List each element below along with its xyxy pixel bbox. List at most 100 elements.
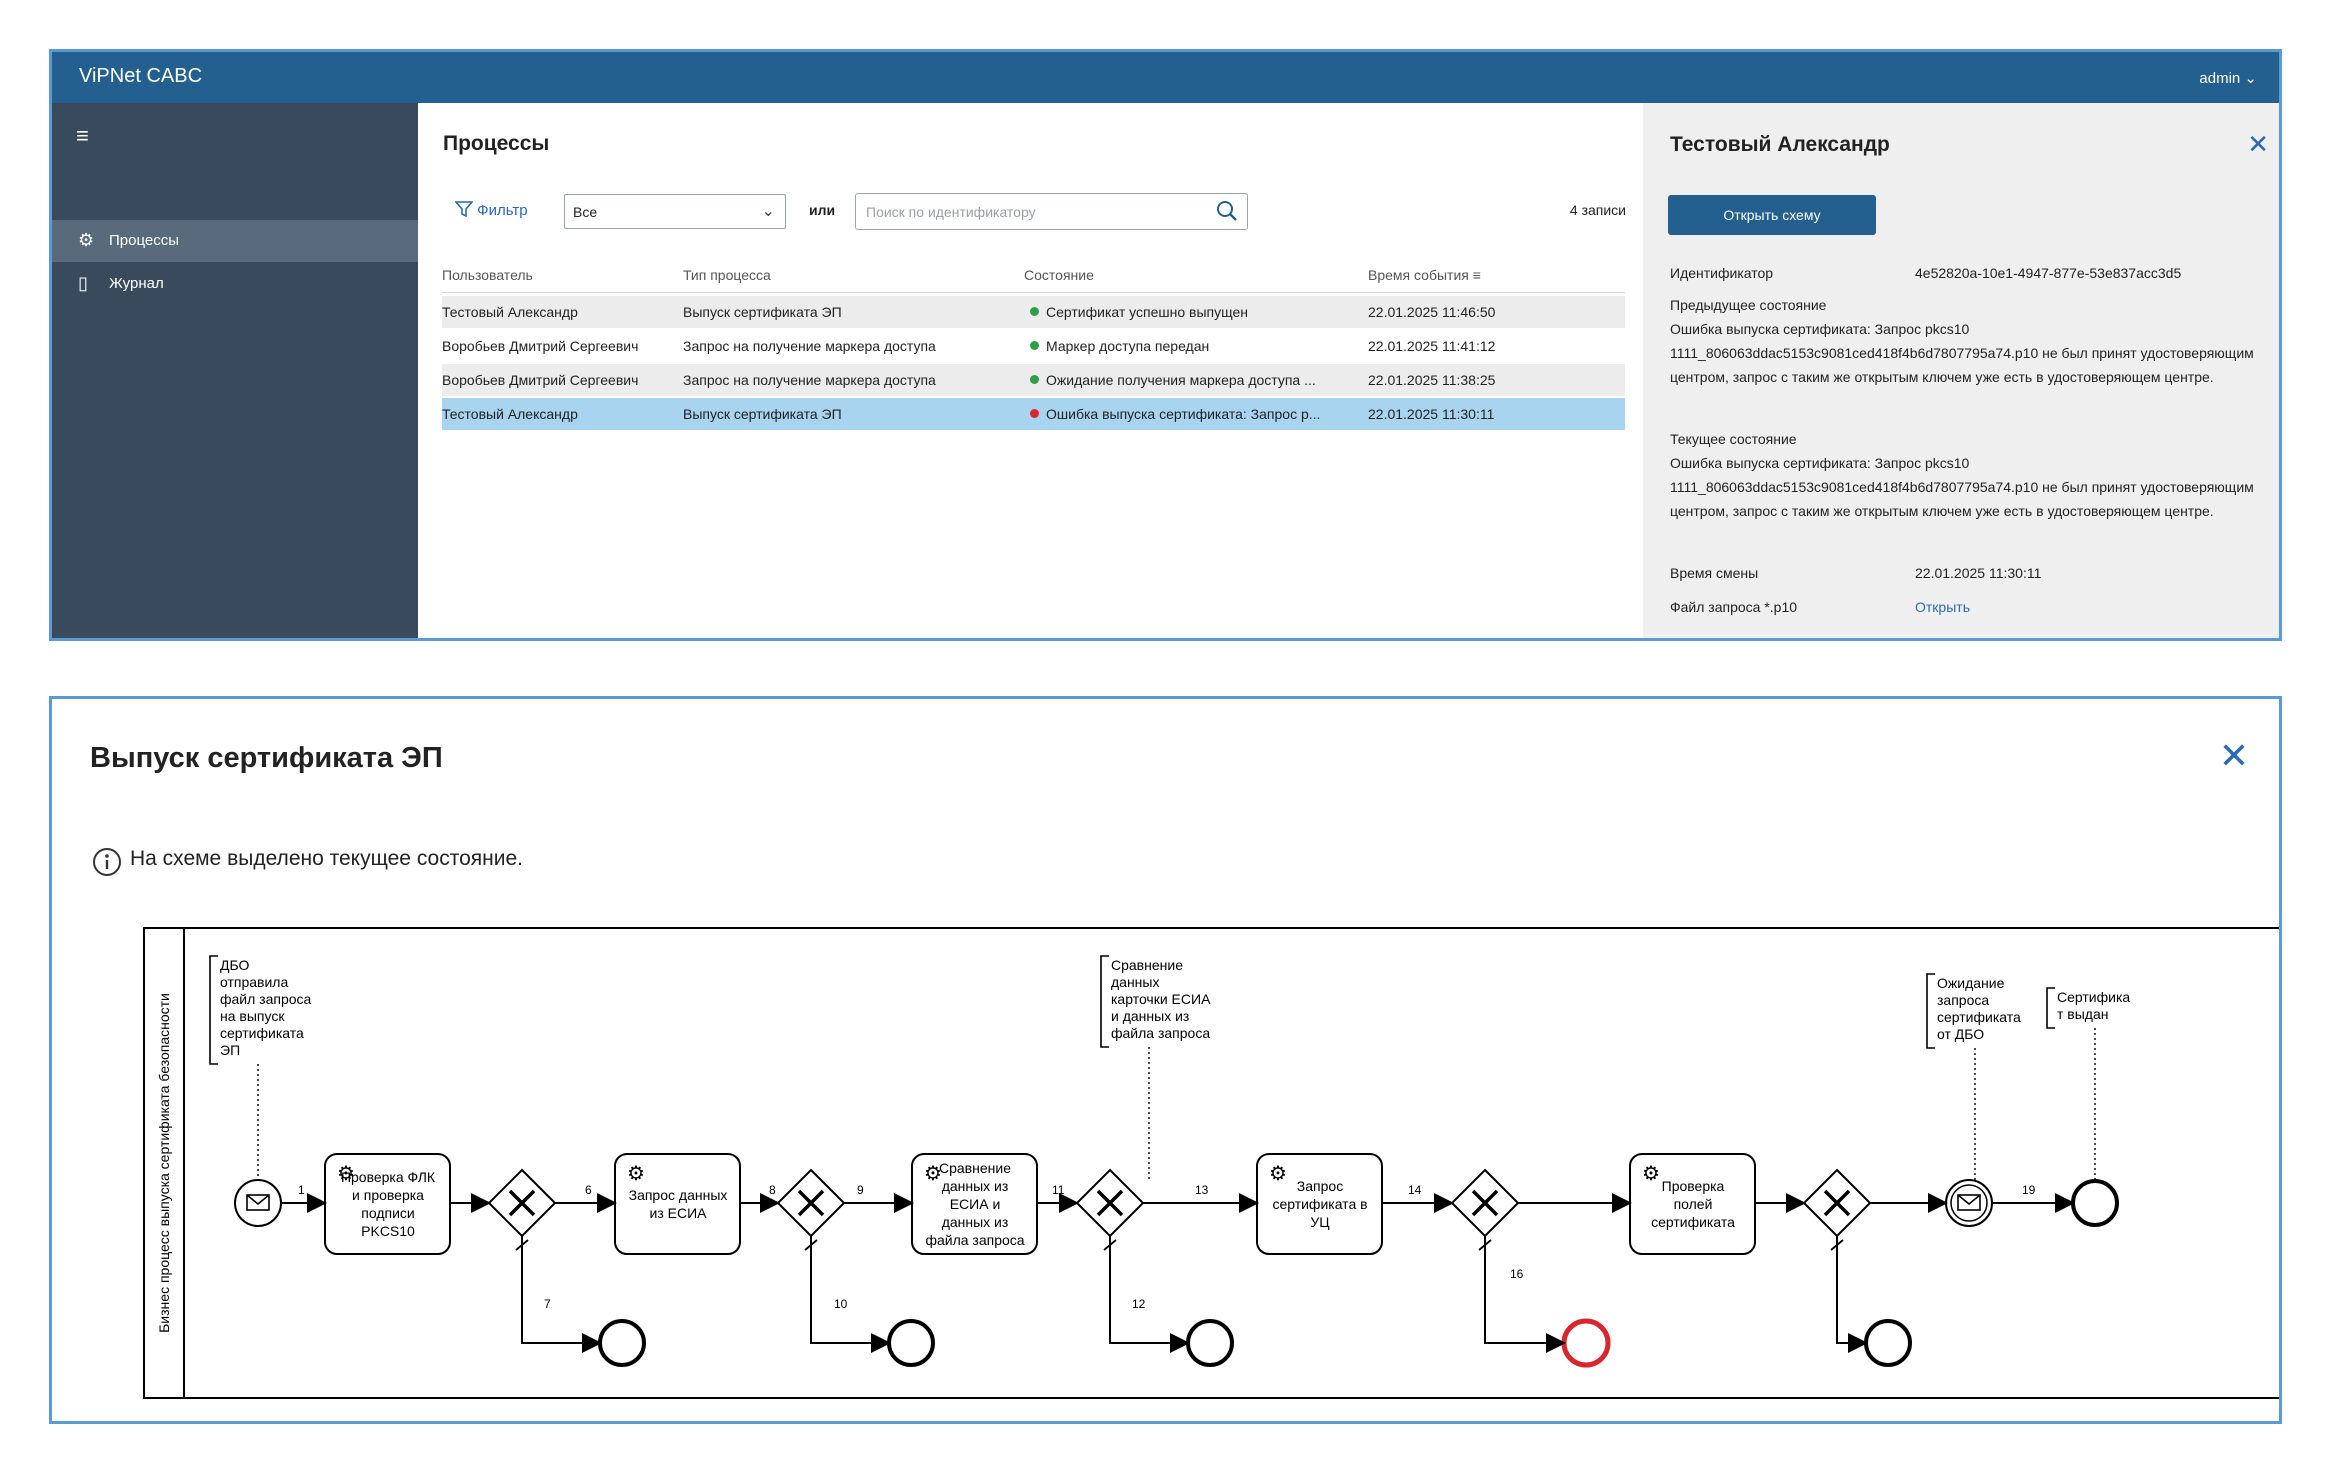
flow-label: 10: [834, 1297, 848, 1311]
status-dot: [1030, 341, 1039, 350]
or-label: или: [809, 202, 836, 218]
task-label: подписи: [361, 1205, 414, 1221]
default-flow-marker: [804, 1239, 818, 1251]
user-menu[interactable]: admin ⌄: [2199, 69, 2257, 87]
annotation-dbo: на выпуск: [220, 1008, 285, 1024]
cell-user: Тестовый Александр: [442, 304, 578, 320]
search-input[interactable]: [864, 200, 1198, 224]
table-row[interactable]: Воробьев Дмитрий Сергеевич Запрос на пол…: [442, 364, 1625, 396]
cell-state: Маркер доступа передан: [1030, 338, 1360, 354]
bpmn-diagram: Бизнес процесс выпуска сертификата безоп…: [143, 927, 2279, 1399]
close-icon[interactable]: ✕: [2247, 129, 2269, 159]
cell-state-text: Маркер доступа передан: [1046, 338, 1210, 354]
cell-state: Ожидание получения маркера доступа ...: [1030, 372, 1360, 388]
gateway-x-icon: [508, 1189, 536, 1217]
search-icon[interactable]: [1215, 199, 1239, 223]
id-label: Идентификатор: [1670, 265, 1774, 281]
end-event-error: [1561, 1318, 1611, 1368]
annotation-waiting-bracket: [1926, 973, 1935, 1049]
annotation-dbo: файл запроса: [220, 991, 312, 1007]
file-open-link[interactable]: Открыть: [1915, 599, 1970, 615]
filter-icon: [454, 201, 474, 218]
flow-label: 9: [857, 1183, 864, 1197]
gears-icon: ⚙: [78, 230, 95, 250]
task-label: PKCS10: [361, 1223, 415, 1239]
annotation-issued: Сертифика: [2057, 989, 2130, 1005]
prev-state-value: Ошибка выпуска сертификата: Запрос pkcs1…: [1670, 321, 2254, 385]
annotation-compare: данных: [1111, 974, 1159, 990]
task-label: файла запроса: [925, 1232, 1024, 1248]
cell-user: Воробьев Дмитрий Сергеевич: [442, 338, 639, 354]
cell-time: 22.01.2025 11:46:50: [1368, 304, 1496, 320]
processes-window: ViPNet CABC admin ⌄ ≡ ⚙ Процессы ▯ Журна…: [49, 49, 2282, 641]
table-row[interactable]: Воробьев Дмитрий Сергеевич Запрос на пол…: [442, 330, 1625, 362]
file-open-link-wrap: Открыть: [1915, 595, 1970, 619]
sequence-flow: [1109, 1236, 1190, 1353]
filter-select[interactable]: Все ⌄: [564, 194, 786, 229]
journal-icon: ▯: [78, 273, 88, 293]
column-header-state[interactable]: Состояние: [1024, 267, 1094, 283]
page-title: Процессы: [443, 132, 550, 155]
sequence-flow: [1484, 1236, 1566, 1353]
pool-label: Бизнес процесс выпуска сертификата безоп…: [156, 993, 172, 1333]
task-label: Запрос: [1297, 1178, 1343, 1194]
gateway-x-icon: [1096, 1189, 1124, 1217]
cell-type: Запрос на получение маркера доступа: [683, 338, 936, 354]
flow-label: 16: [1510, 1267, 1524, 1281]
cell-user: Воробьев Дмитрий Сергеевич: [442, 372, 639, 388]
filter-button[interactable]: Фильтр: [454, 200, 528, 219]
table-row[interactable]: Тестовый Александр Выпуск сертификата ЭП…: [442, 296, 1625, 328]
end-event: [598, 1319, 646, 1367]
task-label: УЦ: [1310, 1214, 1330, 1230]
task-label: сертификата: [1651, 1214, 1735, 1230]
cell-time: 22.01.2025 11:38:25: [1368, 372, 1496, 388]
sidebar-item-label: Журнал: [109, 275, 164, 292]
id-value: 4e52820a-10e1-4947-877e-53e837acc3d5: [1915, 265, 2182, 281]
task-label: Проверка: [1662, 1178, 1725, 1194]
column-header-user[interactable]: Пользователь: [442, 267, 533, 283]
flow-label: 13: [1195, 1183, 1209, 1197]
gear-icon: ⚙: [1642, 1163, 1660, 1185]
cell-state: Сертификат успешно выпущен: [1030, 304, 1360, 320]
annotation-dbo: ЭП: [220, 1042, 240, 1058]
annotation-compare: и данных из: [1111, 1008, 1189, 1024]
task-label: Сравнение: [939, 1160, 1011, 1176]
flow-label: 6: [585, 1183, 592, 1197]
sidebar-item-processes[interactable]: ⚙ Процессы: [52, 220, 418, 262]
task-label: ЕСИА и: [950, 1196, 1001, 1212]
records-count: 4 записи: [1569, 202, 1626, 218]
task-label: полей: [1674, 1196, 1713, 1212]
app-title: ViPNet CABC: [79, 65, 203, 87]
column-header-time[interactable]: Время события ≡: [1368, 267, 1481, 283]
sequence-flow: [810, 1236, 891, 1353]
cell-type: Выпуск сертификата ЭП: [683, 304, 842, 320]
annotation-dbo-bracket: [209, 955, 218, 1065]
end-event: [1864, 1319, 1912, 1367]
cell-time: 22.01.2025 11:30:11: [1368, 406, 1495, 422]
table-row[interactable]: Тестовый Александр Выпуск сертификата ЭП…: [442, 398, 1625, 430]
task-label: Проверка ФЛК: [341, 1169, 436, 1185]
sidebar-item-journal[interactable]: ▯ Журнал: [52, 263, 418, 305]
flow-label: 12: [1132, 1297, 1146, 1311]
envelope-icon: [1957, 1194, 1981, 1211]
menu-icon[interactable]: ≡: [76, 123, 89, 148]
user-name: admin: [2199, 70, 2241, 87]
file-label: Файл запроса *.p10: [1670, 599, 1798, 615]
cell-state: Ошибка выпуска сертификата: Запрос р...: [1030, 406, 1360, 422]
open-scheme-button[interactable]: Открыть схему: [1668, 195, 1876, 235]
sidebar: ≡ ⚙ Процессы ▯ Журнал: [52, 103, 418, 638]
sort-icon[interactable]: ≡: [1472, 267, 1481, 283]
gear-icon: ⚙: [627, 1163, 645, 1185]
time-value: 22.01.2025 11:30:11: [1915, 565, 2042, 581]
annotation-dbo: ДБО: [220, 957, 250, 973]
filter-value: Все: [573, 204, 598, 220]
annotation-waiting: сертификата: [1937, 1009, 2021, 1025]
gateway-x-icon: [1471, 1189, 1499, 1217]
default-flow-marker: [1830, 1239, 1844, 1251]
cell-state-text: Ошибка выпуска сертификата: Запрос р...: [1046, 406, 1321, 422]
gear-icon: ⚙: [924, 1163, 942, 1185]
close-icon[interactable]: ✕: [2218, 735, 2249, 776]
annotation-dbo: отправила: [220, 974, 288, 990]
column-header-type[interactable]: Тип процесса: [683, 267, 771, 283]
search-box: [855, 193, 1248, 230]
